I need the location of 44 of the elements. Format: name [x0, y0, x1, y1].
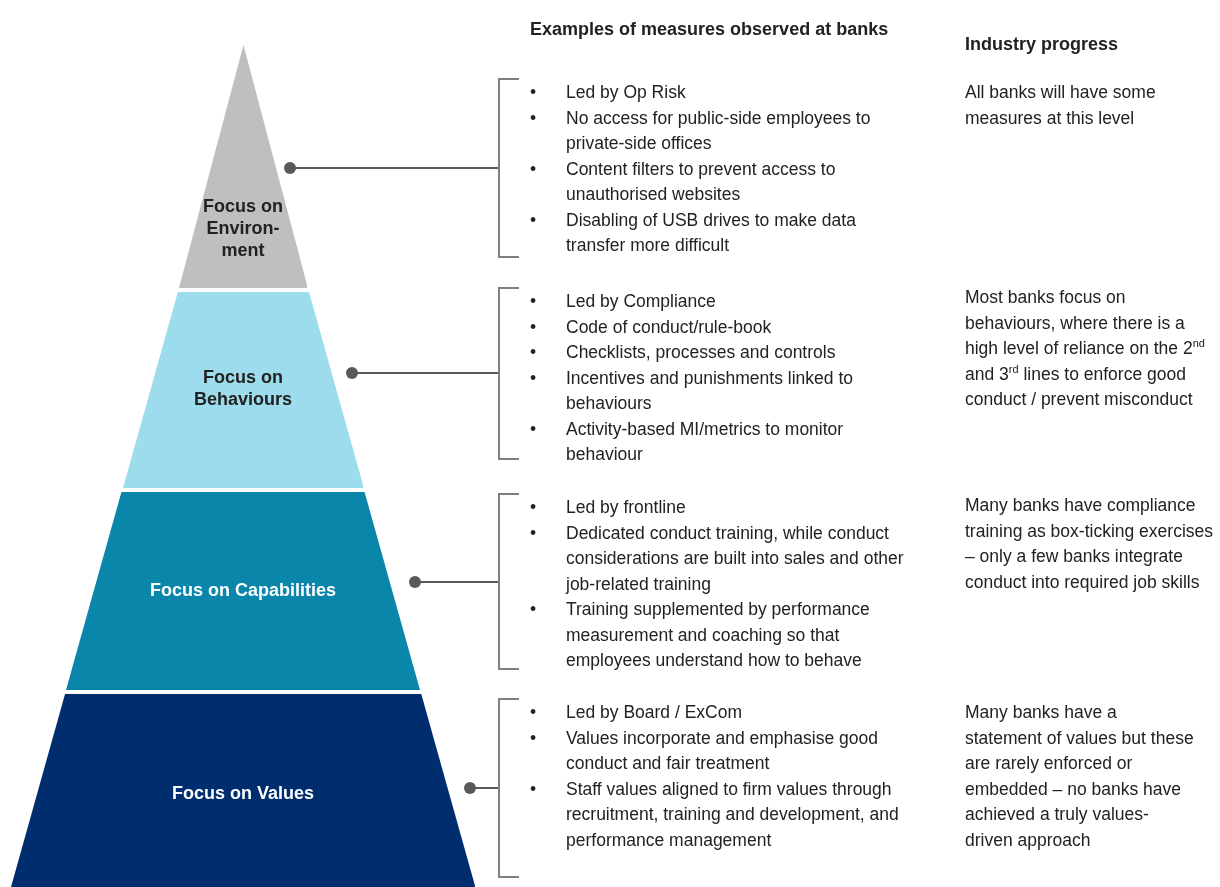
leader-line — [409, 576, 499, 588]
bullet-marker: • — [530, 726, 537, 750]
bullet-text: Led by Compliance — [566, 291, 716, 311]
leader-line — [346, 367, 499, 379]
column-heading: Industry progress — [965, 33, 1120, 56]
bullet-marker: • — [530, 81, 537, 104]
tier-label: Focus on Behaviours — [192, 366, 293, 410]
note-text: All banks will have some measures at this level — [965, 81, 1157, 130]
leader-line — [284, 162, 499, 174]
bullet-marker: • — [530, 208, 537, 232]
bullet-marker: • — [530, 521, 537, 545]
bullet-text: Staff values aligned to firm values through recruitment, training and development, and performance management — [566, 778, 899, 850]
bullet-text: Led by Op Risk — [566, 82, 686, 102]
bullet-text: Led by frontline — [566, 497, 686, 517]
bullet-text: Content filters to prevent access to unauthorised websites — [566, 158, 836, 204]
bullet-marker: • — [530, 701, 537, 724]
bullet-marker: • — [530, 106, 537, 130]
bullet-marker: • — [530, 417, 537, 441]
bullet-text: Training supplemented by performance measurement and coaching so that employees understand how to behave — [566, 599, 870, 670]
bullet-marker: • — [530, 366, 537, 390]
bullet-marker: • — [530, 315, 537, 339]
bullet-marker: • — [530, 290, 537, 313]
bullet-marker: • — [530, 157, 537, 181]
tier-label: Focus on Values — [170, 782, 315, 804]
note-text: Most banks focus on behaviours, where there is a high level of reliance on the 2$^{nd}$ and 3$^{rd}$ lines to enforce good conduct / prevent misconduct — [965, 286, 1206, 411]
column-heading: Examples of measures observed at banks — [530, 18, 890, 41]
tier-label: Focus on Capabilities — [149, 579, 337, 601]
bullet-marker: • — [530, 777, 537, 801]
bullet-text: Activity-based MI/metrics to monitor behaviour — [566, 418, 844, 464]
bullet-text: Code of conduct/rule-book — [566, 316, 772, 337]
bullet-text: Disabling of USB drives to make data transfer more difficult — [566, 209, 856, 255]
bullet-marker: • — [530, 341, 537, 364]
bullet-text: Dedicated conduct training, while conduct considerations are built into sales and other job-related training — [566, 522, 904, 594]
bullet-text: No access for public-side employees to private-side offices — [566, 107, 871, 153]
leader-line — [464, 782, 499, 794]
bullet-marker: • — [530, 598, 537, 621]
bullet-text: Led by Board / ExCom — [566, 702, 743, 722]
note-text: Many banks have a statement of values but these are rarely enforced or embedded – no banks have achieved a truly values-driven approach — [965, 701, 1195, 852]
bullet-text: Incentives and punishments linked to behaviours — [566, 367, 853, 413]
bullet-marker: • — [530, 496, 537, 519]
tier-label: Focus on Environ-ment — [202, 195, 284, 261]
bullet-text: Checklists, processes and controls — [566, 342, 836, 362]
bullet-text: Values incorporate and emphasise good conduct and fair treatment — [566, 727, 878, 773]
note-text: Many banks have compliance training as box-ticking exercises – only a few banks integrate conduct into required job skills — [965, 494, 1215, 594]
